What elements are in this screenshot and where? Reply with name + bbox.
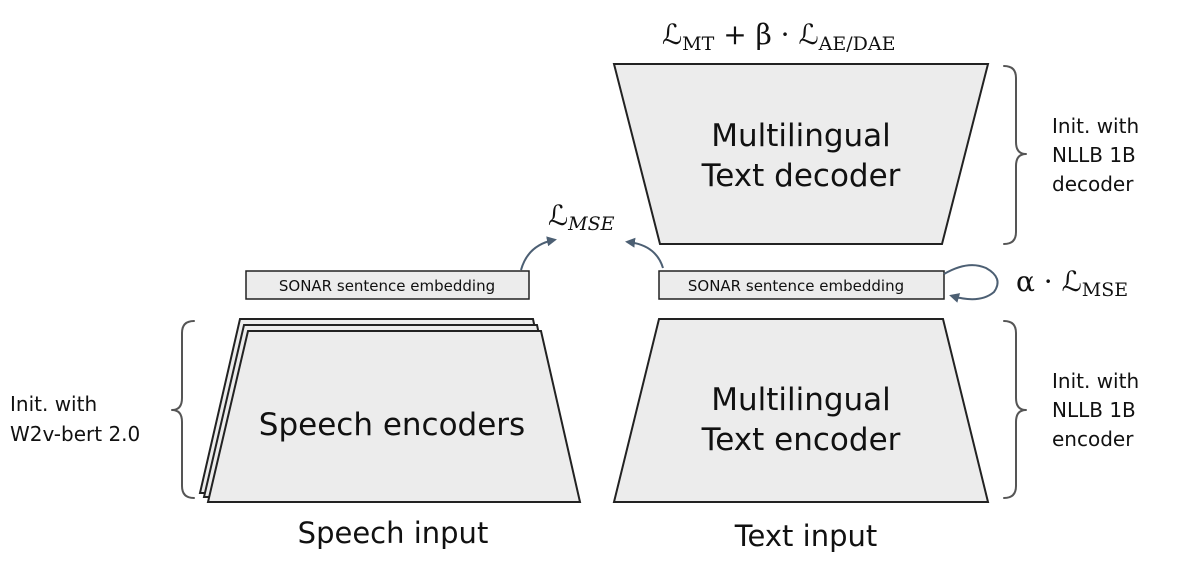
loss-mt-script: ℒ	[662, 18, 682, 51]
decoder-init-line1: Init. with	[1052, 114, 1139, 138]
encoder-init-line3: encoder	[1052, 427, 1134, 451]
decoder-init-line2: NLLB 1B	[1052, 143, 1136, 167]
text-input-label: Text input	[734, 519, 877, 553]
encoder-init-line1: Init. with	[1052, 369, 1139, 393]
text-decoder-line1: Multilingual	[711, 118, 891, 154]
text-decoder-line2: Text decoder	[701, 158, 901, 194]
text-decoder-block	[612, 63, 990, 245]
self-loop-arrow	[943, 264, 999, 303]
text-encoder-block	[612, 318, 990, 503]
loss-alpha-script: ℒ	[1062, 265, 1082, 298]
encoder-init-line2: NLLB 1B	[1052, 398, 1136, 422]
loss-mse-script: ℒ	[548, 199, 568, 232]
speech-input-label: Speech input	[298, 516, 489, 550]
speech-init-line1: Init. with	[10, 392, 97, 416]
loss-mse-formula: ℒMSE	[548, 199, 615, 235]
speech-encoder-block	[206, 330, 582, 503]
decoder-init-line3: decoder	[1052, 172, 1134, 196]
decoder-brace	[1003, 65, 1027, 245]
arrow-speech-to-mse	[520, 236, 557, 271]
sonar-embedding-left	[245, 270, 530, 300]
loss-mt-sub: MT	[682, 33, 714, 55]
text-encoder-line1: Multilingual	[711, 382, 891, 418]
loss-mt-formula: ℒMT + β · ℒAE/DAE	[662, 18, 895, 55]
encoder-brace	[1003, 320, 1027, 499]
speech-encoder-brace	[171, 320, 195, 499]
text-encoder-line2: Text encoder	[701, 422, 901, 458]
arrow-text-to-mse	[625, 237, 664, 269]
speech-encoder-label: Speech encoders	[259, 407, 525, 443]
speech-init-line2: W2v-bert 2.0	[10, 422, 140, 446]
loss-alpha-mse-formula: α · ℒMSE	[1016, 265, 1128, 301]
loss-alpha: α ·	[1016, 265, 1062, 298]
loss-ae-script: ℒ	[798, 18, 818, 51]
loss-mse-sub: MSE	[567, 213, 614, 235]
loss-alpha-sub: MSE	[1082, 279, 1128, 301]
loss-ae-sub: AE/DAE	[818, 33, 896, 55]
sonar-embedding-right	[658, 270, 945, 300]
sonar-embedding-right-label: SONAR sentence embedding	[688, 277, 904, 295]
loss-plus-beta: + β ·	[714, 18, 798, 51]
sonar-embedding-left-label: SONAR sentence embedding	[279, 277, 495, 295]
